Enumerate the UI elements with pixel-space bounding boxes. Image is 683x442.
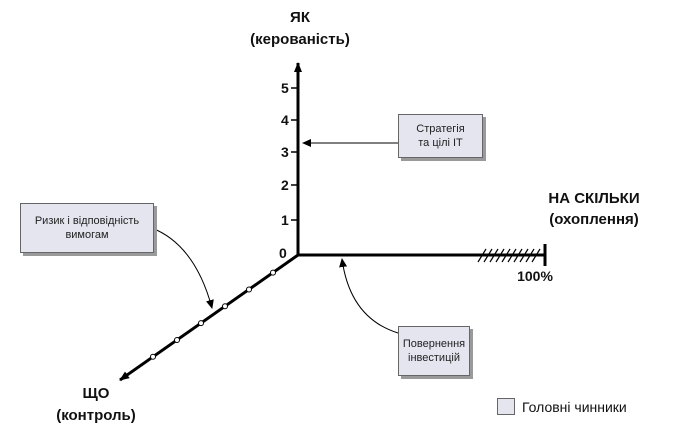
- diagonal-axis-dots: [150, 269, 276, 360]
- tick-label-5: 5: [281, 80, 289, 96]
- tick-label-1: 1: [281, 212, 289, 228]
- strategy-box: Стратегія та цілі ІТ: [398, 114, 483, 158]
- legend: Головні чинники: [497, 398, 627, 415]
- risk-box: Ризик і відповідність вимогам: [20, 203, 154, 253]
- legend-label: Головні чинники: [522, 398, 627, 415]
- horizontal-axis-hatch: [477, 248, 541, 263]
- tick-label-3: 3: [281, 144, 289, 160]
- legend-swatch: [497, 398, 515, 415]
- risk-box-line2: вимогам: [65, 229, 109, 241]
- diagonal-axis-title: ЩО: [83, 385, 110, 402]
- diagonal-axis: [119, 253, 299, 382]
- diagonal-axis-subtitle: (контроль): [56, 407, 136, 424]
- return-box: Повернення інвестицій: [398, 326, 470, 376]
- strategy-box-line1: Стратегія: [416, 123, 465, 135]
- strategy-box-line2: та цілі ІТ: [418, 137, 463, 149]
- tick-label-4: 4: [281, 112, 289, 128]
- tick-label-0: 0: [279, 245, 287, 261]
- return-callout-arrow: [339, 258, 399, 334]
- vertical-axis-ticks: [291, 87, 298, 221]
- return-box-line2: інвестицій: [408, 352, 460, 364]
- vertical-axis-title: ЯК: [290, 9, 311, 26]
- horizontal-axis-subtitle: (охоплення): [549, 211, 639, 228]
- horizontal-axis-end-label: 100%: [517, 268, 553, 284]
- horizontal-axis-title: НА СКІЛЬКИ: [548, 190, 639, 207]
- vertical-axis-subtitle: (керованість): [250, 31, 350, 48]
- return-box-line1: Повернення: [402, 338, 466, 350]
- risk-callout-arrow: [151, 227, 214, 309]
- risk-box-line1: Ризик і відповідність: [34, 215, 140, 227]
- tick-label-2: 2: [281, 177, 289, 193]
